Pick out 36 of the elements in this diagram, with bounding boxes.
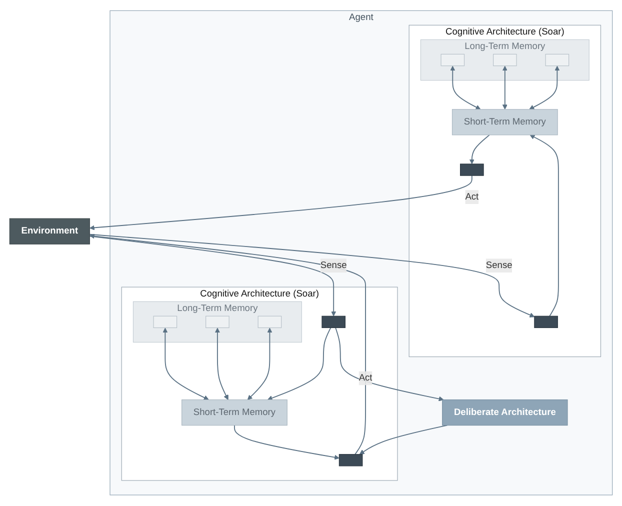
node-bar bbox=[322, 316, 346, 328]
edge-label: Sense bbox=[486, 260, 512, 270]
arrow bbox=[335, 327, 444, 402]
arrow bbox=[89, 234, 366, 455]
node-box: Short-Term Memory bbox=[182, 400, 288, 426]
arrow bbox=[359, 425, 448, 455]
node-bar bbox=[534, 316, 558, 328]
node-box bbox=[258, 316, 282, 328]
node-box bbox=[493, 54, 517, 66]
node-box bbox=[153, 316, 178, 328]
node-box bbox=[440, 54, 465, 66]
node-box bbox=[206, 316, 230, 328]
arrow bbox=[450, 66, 481, 110]
arrow bbox=[469, 134, 490, 164]
node-box: Deliberate Architecture bbox=[442, 400, 568, 426]
arrow bbox=[247, 328, 272, 400]
arrow bbox=[89, 236, 336, 317]
arrow bbox=[214, 328, 228, 400]
arrow bbox=[502, 66, 508, 110]
node-box: Short-Term Memory bbox=[452, 109, 558, 136]
arrow bbox=[530, 134, 559, 317]
arrow bbox=[89, 175, 472, 230]
node-bar bbox=[338, 454, 363, 466]
cluster: Long-Term Memory bbox=[132, 301, 302, 343]
arrow bbox=[267, 327, 332, 401]
node-box: Environment bbox=[9, 218, 90, 245]
arrow bbox=[234, 425, 340, 460]
arrow bbox=[89, 234, 535, 318]
cluster: Long-Term Memory bbox=[420, 40, 590, 81]
node-bar bbox=[460, 164, 484, 176]
edge-label: Act bbox=[358, 373, 372, 384]
arrow bbox=[529, 66, 560, 110]
arrow bbox=[162, 328, 209, 400]
edge-label: Sense bbox=[320, 260, 347, 270]
node-box bbox=[545, 54, 570, 66]
edge-label: Act bbox=[465, 192, 479, 202]
